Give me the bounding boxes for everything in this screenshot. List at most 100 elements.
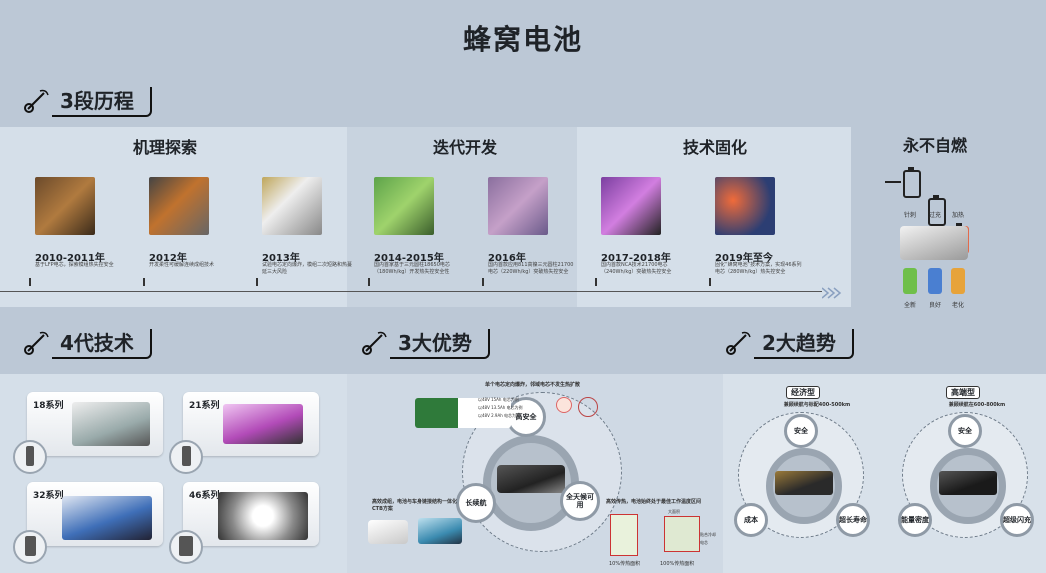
timeline-line — [0, 291, 822, 292]
page-title: 蜂窝电池 — [462, 23, 583, 56]
timeline-tick — [256, 278, 258, 286]
milestone-image-7 — [715, 177, 775, 235]
state-label-good: 良好 — [929, 302, 942, 309]
section-advantages-header: 3大优势 — [360, 328, 490, 360]
milestone-year-4: 2014-2015年 — [374, 253, 444, 264]
hook-icon — [724, 329, 754, 359]
timeline-tick — [709, 278, 711, 286]
cell-icon-21 — [169, 440, 203, 474]
timeline-tick — [143, 278, 145, 286]
milestone-desc-4: 国内首家基于三元圆柱18650电芯（180Wh/kg）开发热失控安全性 — [374, 262, 450, 275]
section-trends-header: 2大趋势 — [724, 328, 854, 360]
phase-title-2: 迭代开发 — [432, 138, 497, 157]
milestone-desc-3: 试验电芯定向爆炸，模组二次短路和热蔓延三大风险 — [262, 262, 353, 275]
needle-line — [885, 181, 901, 183]
section-advantages-title: 3大优势 — [390, 329, 490, 359]
battery-overcharge-icon — [928, 195, 946, 226]
trend-economy-node-lifespan: 超长寿命 — [836, 503, 870, 537]
series-label-46: 46系列 — [189, 491, 220, 501]
cell-icon-32 — [13, 530, 47, 564]
series-image-21 — [223, 404, 303, 444]
section-tech-header: 4代技术 — [22, 328, 152, 360]
milestone-desc-7: 固化“蜂窝电池”技术方案，实现46系列电芯（280Wh/kg）热失控安全 — [715, 262, 802, 275]
phase-title-3: 技术固化 — [682, 138, 747, 157]
small-note-f: 电芯 — [700, 540, 708, 545]
battery-pack-image — [900, 226, 968, 260]
milestone-year-5: 2016年 — [488, 253, 526, 264]
hook-icon — [360, 329, 390, 359]
milestone-image-5 — [488, 177, 548, 235]
battery-state-good — [928, 268, 942, 294]
trend-premium-sub: 兼顾续航在600-800km — [948, 402, 1006, 408]
milestone-year-1: 2010-2011年 — [35, 253, 105, 264]
battery-pack-image — [497, 465, 565, 493]
milestone-image-6 — [601, 177, 661, 235]
cell-cross-icon — [578, 397, 598, 417]
car-body-image — [368, 520, 408, 544]
milestone-year-2: 2012年 — [149, 253, 187, 264]
never-fire-title: 永不自燃 — [902, 136, 967, 155]
milestone-year-6: 2017-2018年 — [601, 253, 671, 264]
advantage-note-top: 单个电芯定向爆炸，邻域电芯不发生热扩散 — [485, 382, 581, 388]
state-label-aged: 老化 — [952, 302, 965, 309]
series-card-18: 18系列 — [27, 392, 163, 456]
series-card-21: 21系列 — [183, 392, 319, 456]
trend-premium-node-density: 能量密度 — [898, 503, 932, 537]
milestone-desc-2: 开发柔性可缓解连续成组技术 — [149, 262, 215, 268]
trend-economy-node-cost: 成本 — [734, 503, 768, 537]
small-note-b: 以48V 13.5Ah 电芯为例 — [478, 405, 523, 410]
node-all-weather: 全天候可用 — [560, 481, 600, 521]
heat-area-diagram-right — [664, 516, 700, 552]
timeline-tick — [482, 278, 484, 286]
cell-icon-46 — [169, 530, 203, 564]
flame-icon — [556, 397, 572, 413]
timeline-tick — [29, 278, 31, 286]
trend-premium-label: 高端型 — [946, 386, 980, 399]
milestone-year-3: 2013年 — [262, 253, 300, 264]
milestone-year-7: 2019年至今 — [715, 253, 773, 264]
battery-state-aged — [951, 268, 965, 294]
test-label-heat: 加热 — [952, 212, 965, 219]
section-trends-title: 2大趋势 — [754, 329, 854, 359]
advantage-note-right: 高效传热，电池始终处于最佳工作温度区间 — [606, 499, 702, 505]
pct-right-label: 100%传热面积 — [660, 561, 695, 567]
small-note-d: 大面积 — [668, 509, 680, 514]
node-range: 长续航 — [456, 483, 496, 523]
series-image-32 — [62, 496, 152, 540]
timeline-tick — [595, 278, 597, 286]
small-note-e: 贴合冷却 — [700, 532, 716, 537]
battery-pack-image — [939, 471, 997, 495]
test-label-needle: 针刺 — [904, 212, 917, 219]
series-card-32: 32系列 — [27, 482, 163, 546]
trend-economy-node-safety: 安全 — [784, 414, 818, 448]
battery-state-new — [903, 268, 917, 294]
battery-pack-image — [775, 471, 833, 495]
cell-explosion-diagram — [415, 398, 511, 428]
test-label-overcharge: 过充 — [929, 212, 942, 219]
state-label-new: 全新 — [904, 302, 917, 309]
small-note-c: 以48V 2.9Ah 电芯为例 — [478, 413, 521, 418]
milestone-image-1 — [35, 177, 95, 235]
cell-icon-18 — [13, 440, 47, 474]
milestone-desc-1: 基于LFP电芯，探索模组热失控安全 — [35, 262, 114, 268]
trend-premium-node-flash: 超级闪充 — [1000, 503, 1034, 537]
section-history-title: 3段历程 — [52, 87, 152, 117]
milestone-image-3 — [262, 177, 322, 235]
timeline-arrow-icon — [821, 285, 842, 304]
heat-area-diagram-left — [610, 514, 638, 556]
series-label-18: 18系列 — [33, 401, 64, 411]
timeline-tick — [368, 278, 370, 286]
series-card-46: 46系列 — [183, 482, 319, 546]
series-image-46 — [218, 492, 308, 540]
trend-economy-center — [766, 448, 842, 524]
milestone-desc-6: 国内首款NCA技术21700电芯（240Wh/kg）突破热失控安全 — [601, 262, 672, 275]
ctb-pack-image — [418, 518, 462, 544]
milestone-image-4 — [374, 177, 434, 235]
series-label-21: 21系列 — [189, 401, 220, 411]
trend-premium-node-safety: 安全 — [948, 414, 982, 448]
milestone-desc-5: 国内首款应用811高镍三元圆柱21700电芯（220Wh/kg）突破热失控安全 — [488, 262, 574, 275]
advantage-note-left: 高效成组，电池与车身链接结构一体化CTB方案 — [372, 499, 458, 512]
section-tech-title: 4代技术 — [52, 329, 152, 359]
section-history-header: 3段历程 — [22, 86, 152, 118]
trend-economy-label: 经济型 — [786, 386, 820, 399]
